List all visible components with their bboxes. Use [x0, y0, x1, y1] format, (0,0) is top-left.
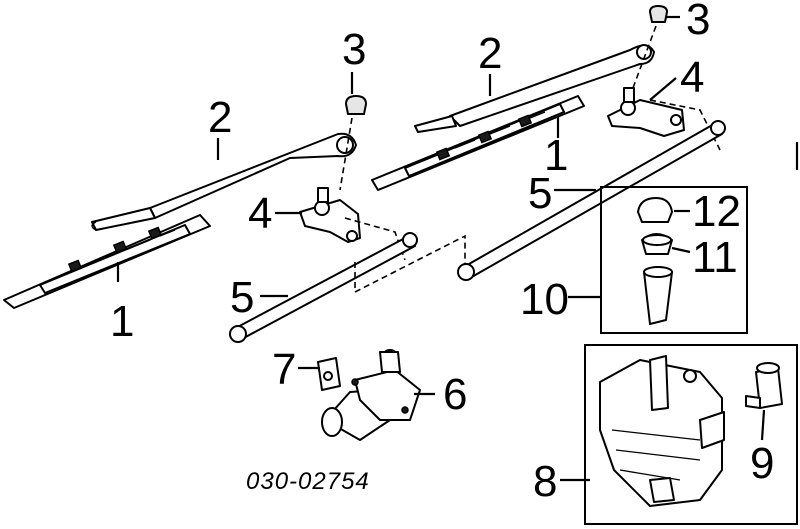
- callout-link-left: 5: [230, 273, 254, 322]
- callout-arm-right: 2: [478, 29, 502, 78]
- callout-reservoir: 8: [533, 457, 557, 506]
- callout-filler-cap: 12: [692, 187, 741, 236]
- callout-pump: 9: [750, 439, 774, 488]
- left-wiper-blade: [3, 214, 211, 309]
- callout-blade-right: 1: [544, 131, 568, 180]
- callout-clip: 7: [272, 345, 296, 394]
- filler-cap-part: [637, 197, 673, 223]
- washer-pump: [745, 362, 783, 409]
- right-linkage-rod: [457, 120, 726, 281]
- callout-cap-left: 3: [342, 25, 366, 74]
- callout-blade-left: 1: [110, 297, 134, 346]
- reservoir-assembly-box: [584, 344, 798, 525]
- callout-motor: 6: [443, 370, 467, 419]
- callout-filler-assembly: 10: [520, 275, 569, 324]
- motor-clip: [317, 357, 341, 391]
- wiper-motor: [321, 349, 421, 441]
- callout-pivot-left: 4: [248, 189, 272, 238]
- callout-arm-left: 2: [208, 93, 232, 142]
- washer-reservoir: [599, 355, 725, 507]
- right-wiper-arm: [414, 44, 655, 133]
- right-pivot-cap: [629, 5, 668, 97]
- left-pivot-cap: [339, 95, 367, 191]
- filler-neck-part: [641, 233, 673, 255]
- leader-lines: [116, 15, 766, 482]
- right-wiper-blade: [371, 95, 585, 191]
- callout-cap-right: 3: [686, 0, 710, 44]
- callout-link-right: 5: [528, 169, 552, 218]
- left-wiper-arm: [91, 132, 357, 231]
- callout-filler-neck: 11: [692, 233, 738, 282]
- filler-tube-part: [643, 266, 673, 325]
- callout-pivot-right: 4: [680, 53, 704, 102]
- drawing-code: 030-02754: [246, 468, 370, 495]
- filler-assembly-box: [600, 186, 748, 334]
- left-linkage-rod: [229, 232, 466, 343]
